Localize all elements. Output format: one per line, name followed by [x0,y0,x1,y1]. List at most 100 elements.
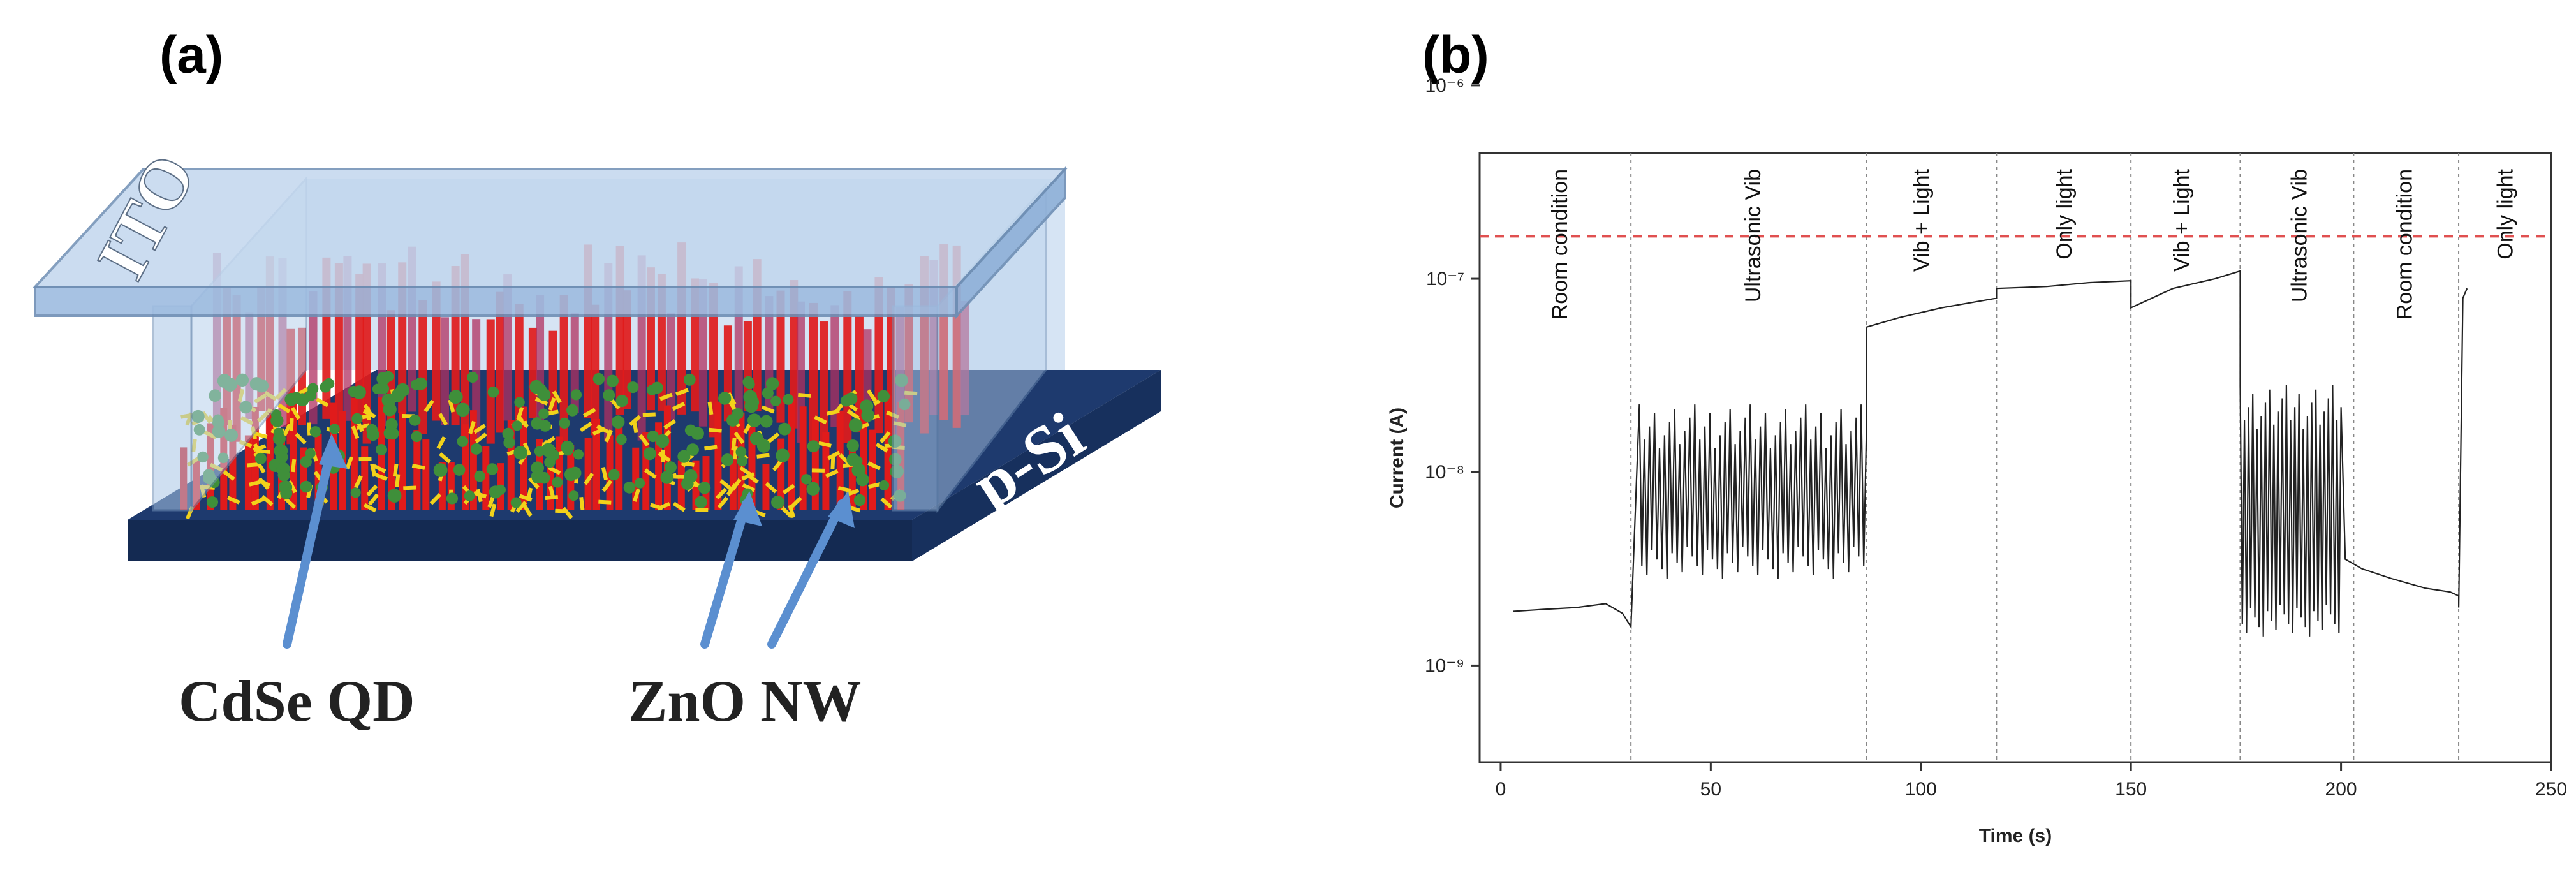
nanowire-fragment [372,464,386,473]
quantum-dot [309,426,321,438]
nanowire-fragment [601,466,608,480]
nanowire-fragment [528,476,540,489]
nanowire-fragment [868,482,881,489]
quantum-dot [683,373,696,386]
quantum-dot [606,374,619,387]
nanowire-fragment [291,459,297,473]
nanowire [462,424,470,510]
nanowire [300,447,307,510]
quantum-dot [677,450,691,463]
quantum-dot [684,424,696,436]
plot-frame [1478,152,2552,763]
nanowire-fragment [756,453,770,459]
nanowire-fragment [798,392,811,398]
nanowire-fragment [395,474,401,487]
quantum-dot [760,415,773,428]
quantum-dot [377,382,390,395]
nanowire-fragment [598,499,612,505]
nanowire-fragment [781,506,793,519]
nanowire-fragment [295,432,307,445]
nanowire [820,321,828,446]
nanowire-fragment [261,495,274,506]
quantum-dot [771,495,784,509]
nanowire [496,291,504,433]
nanowire-fragment [772,459,783,472]
region-label: Only light [2494,168,2518,259]
quantum-dot [762,387,774,399]
nanowire [860,402,867,510]
nanowire-fragment [814,415,827,425]
nanowire-fragment [695,508,709,512]
nanowire [290,397,297,510]
quantum-dot [538,408,549,419]
nanowire-fragment [289,418,294,432]
nanowire-fragment [438,413,448,426]
quantum-dot [510,497,522,508]
quantum-dot [686,443,699,456]
nanowire-fragment [733,431,745,445]
quantum-dot [853,494,866,506]
quantum-dot [879,480,890,490]
quantum-dot [783,394,794,405]
nanowire-fragment [638,434,649,447]
nanowire [788,399,795,510]
quantum-dot [718,392,732,405]
nanowire-fragment [534,397,548,406]
region-label: Ultrasonic Vib [2288,169,2312,302]
nanowire-fragment [604,429,614,443]
region-boundaries [1630,153,2460,762]
nanowire-fragment [663,418,677,430]
quantum-dot [272,432,286,445]
nanowire [440,317,449,425]
nanowire-fragment [284,497,297,509]
region-label: Room condition [1548,169,1572,320]
qd-label: CdSe QD [179,668,415,734]
nanowire-fragment [254,432,268,439]
nanowire-fragment [825,469,839,478]
nanowire-fragment [584,472,594,485]
nanowire [528,327,537,419]
quantum-dot [856,473,869,487]
nanowire-fragment [818,441,832,448]
quantum-dot [529,380,543,394]
quantum-dot [568,490,579,501]
nanowire [709,283,718,438]
quantum-dot [307,383,319,394]
quantum-dot [806,482,820,496]
arrow-qd [283,434,348,649]
nanowire-fragment [644,468,657,479]
nanowire-fragment [246,462,260,468]
quantum-dot [647,430,659,443]
quantum-dot [592,372,605,385]
nanowire-fragment [601,480,613,492]
quantum-dot [844,392,858,406]
nanowire [559,295,568,442]
nanowire [777,438,785,510]
quantum-dot [295,393,309,407]
nanowire-fragment [741,471,755,481]
nanowire-fragment [423,399,434,413]
nanowire [447,462,455,510]
nanowire [869,429,877,510]
nanowire-fragment [704,445,718,451]
quantum-dot [366,424,378,436]
nanowire-fragment [223,469,235,481]
quantum-dot [531,470,543,482]
quantum-dot [695,496,707,508]
nanowire-fragment [515,501,527,513]
nanowire [790,280,799,429]
y-axis-title: Current (A) [1387,408,1408,508]
nanowire-fragment [660,449,665,462]
quantum-dot [848,418,863,432]
quantum-dot [254,452,267,464]
quantum-dot [846,453,860,466]
nanowire-fragment [846,409,860,420]
quantum-dot [534,446,545,457]
nanowire [361,446,369,510]
quantum-dot [464,490,475,501]
nanowire-fragment [251,497,265,506]
nanowire-fragment [522,504,533,517]
quantum-dot [651,381,663,394]
nanowire-fragment [629,415,642,427]
